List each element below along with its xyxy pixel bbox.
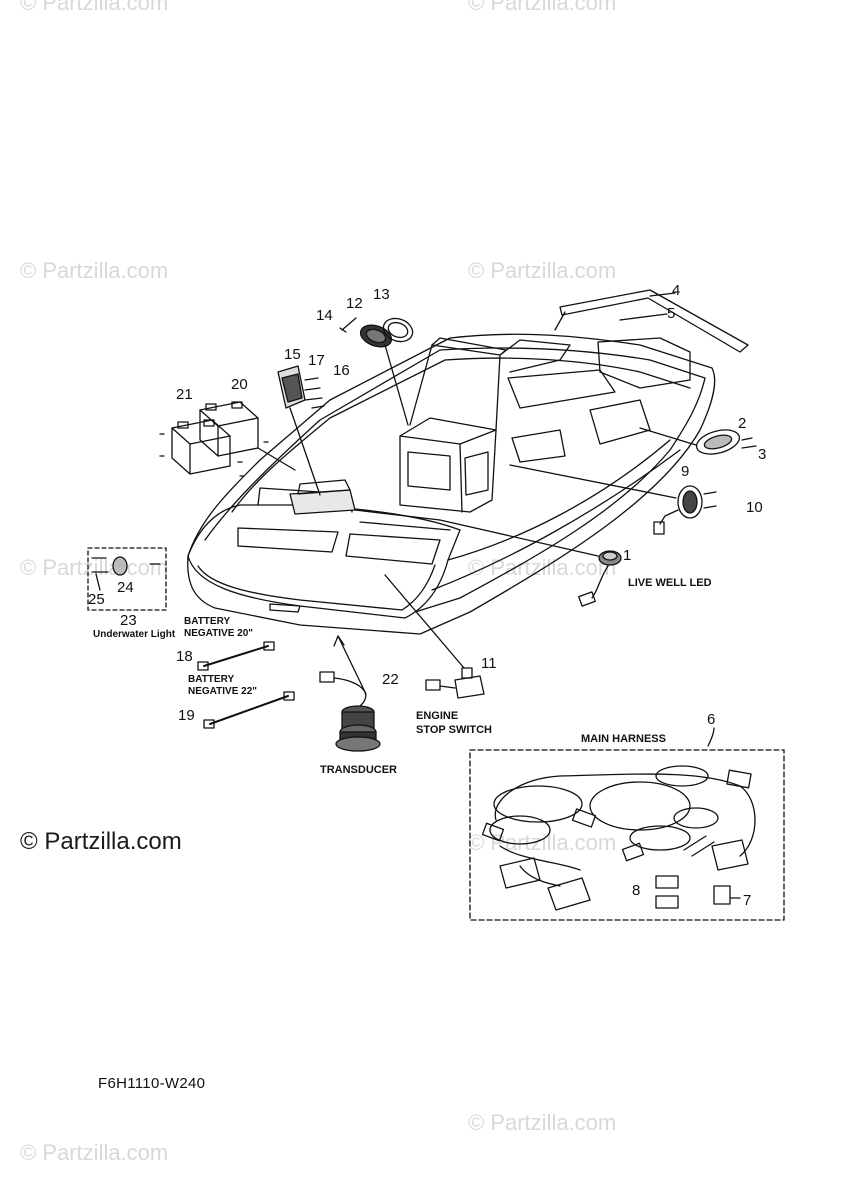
label-battery-22-line2: NEGATIVE 22": [188, 686, 257, 697]
label-battery-20-line2: NEGATIVE 20": [184, 628, 253, 639]
label-engine-stop-line1: ENGINE: [416, 710, 458, 722]
callout-9: 9: [681, 463, 689, 480]
callout-7: 7: [743, 892, 751, 909]
callout-10: 10: [746, 499, 763, 516]
watermark-mid-left: © Partzilla.com: [20, 258, 169, 283]
callout-1: 1: [623, 547, 631, 564]
part-1-live-well-led: [439, 519, 622, 607]
callout-4: 4: [672, 282, 680, 299]
callout-8: 8: [632, 882, 640, 899]
watermark-lower-left: © Partzilla.com: [20, 555, 169, 580]
callout-11: 11: [481, 655, 497, 672]
label-live-well-led: LIVE WELL LED: [628, 577, 712, 589]
callout-17: 17: [308, 352, 325, 369]
part-2-3: [639, 427, 757, 455]
part-4-5-rails: [554, 289, 749, 353]
part-18-battery-negative-20: [197, 641, 275, 671]
callout-18: 18: [176, 648, 193, 665]
part-11-engine-stop-switch: [384, 574, 485, 699]
callout-20: 20: [231, 376, 248, 393]
watermark-bottom-left: © Partzilla.com: [20, 1140, 169, 1165]
label-main-harness: MAIN HARNESS: [581, 733, 666, 745]
callout-21: 21: [176, 386, 193, 403]
part-9-10: [509, 464, 717, 535]
callout-12: 12: [346, 295, 363, 312]
part-12-13-14: [339, 317, 414, 426]
callout-13: 13: [373, 286, 390, 303]
part-20-21-batteries: [159, 401, 296, 477]
label-battery-22-line1: BATTERY: [188, 674, 234, 685]
callout-2: 2: [738, 415, 746, 432]
watermark-main: © Partzilla.com: [20, 828, 182, 855]
callout-25: 25: [88, 591, 105, 608]
callout-15: 15: [284, 346, 301, 363]
part-6-main-harness: [469, 727, 785, 921]
callout-14: 14: [316, 307, 333, 324]
watermark-lower-right: © Partzilla.com: [468, 555, 617, 580]
diagram-code: F6H1110-W240: [98, 1075, 206, 1092]
callout-19: 19: [178, 707, 195, 724]
label-transducer: TRANSDUCER: [320, 764, 397, 776]
callout-16: 16: [333, 362, 350, 379]
watermark-top-left: © Partzilla.com: [20, 0, 169, 15]
callout-6: 6: [707, 711, 715, 728]
callout-24: 24: [117, 579, 134, 596]
watermark-harness: © Partzilla.com: [468, 830, 617, 855]
label-engine-stop-line2: STOP SWITCH: [416, 724, 492, 736]
callout-3: 3: [758, 446, 766, 463]
watermark-top-right: © Partzilla.com: [468, 0, 617, 15]
boat-hull: [187, 333, 716, 635]
callout-5: 5: [667, 305, 675, 322]
watermark-bottom-right: © Partzilla.com: [468, 1110, 617, 1135]
watermark-mid-right: © Partzilla.com: [468, 258, 617, 283]
part-22-transducer: [319, 635, 381, 752]
part-15-16-17: [277, 365, 325, 496]
label-battery-20-line1: BATTERY: [184, 616, 230, 627]
part-23-underwater-light: [87, 547, 167, 611]
part-19-battery-negative-22: [203, 691, 295, 729]
callout-23: 23: [120, 612, 137, 629]
callout-22: 22: [382, 671, 399, 688]
label-underwater-light: Underwater Light: [93, 629, 176, 640]
